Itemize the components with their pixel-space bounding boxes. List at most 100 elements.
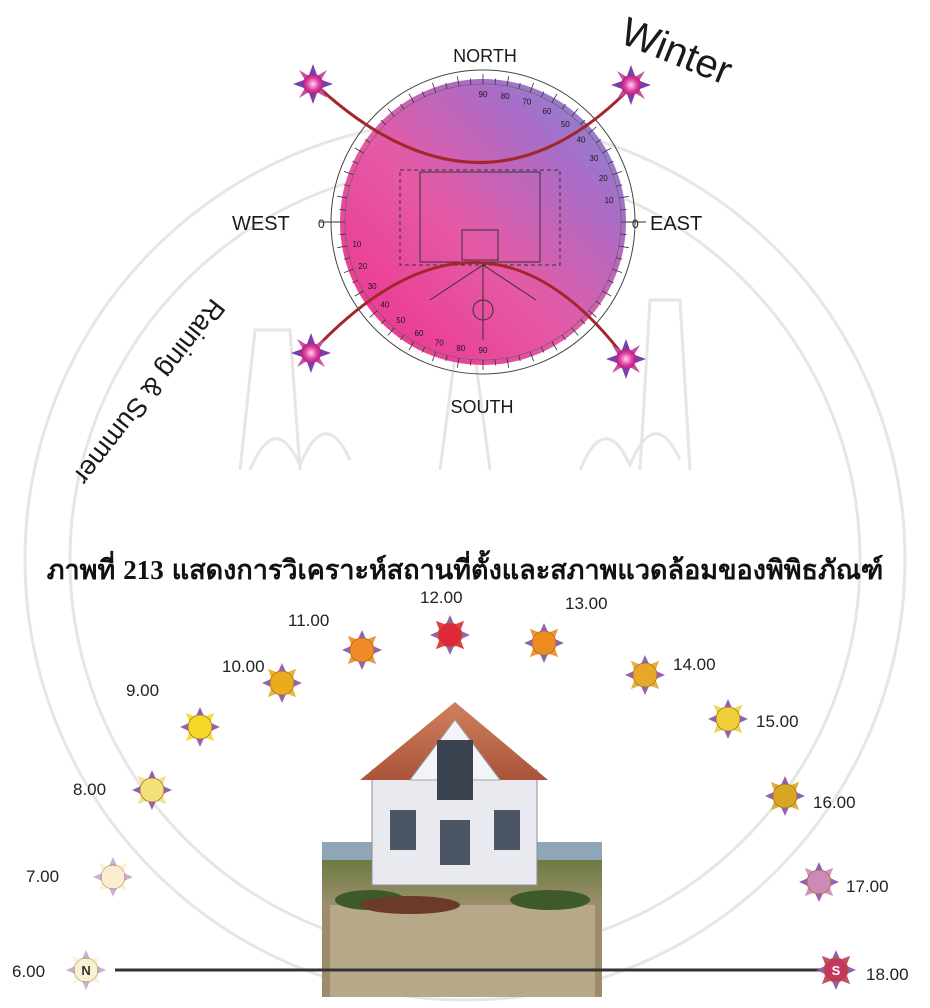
museum-photo [322, 702, 602, 997]
compass-tick [607, 160, 614, 165]
summer-sunrise-icon [291, 333, 331, 373]
sun-10-00-icon [262, 663, 302, 703]
hour-label: 10.00 [222, 657, 265, 676]
compass-tick [540, 91, 545, 98]
compass-tick [343, 257, 350, 260]
compass-tick [551, 93, 558, 103]
compass-tick [456, 357, 460, 368]
compass-tick [571, 108, 579, 117]
winter-sunset-icon [611, 65, 651, 105]
compass-tick [540, 346, 545, 353]
hour-label: 16.00 [813, 793, 856, 812]
sun-11-00-icon [342, 630, 382, 670]
compass-tick [618, 195, 629, 199]
compass-tick [561, 103, 566, 110]
hour-label: 12.00 [420, 588, 463, 607]
compass-tick [343, 171, 354, 176]
compass-tick [571, 327, 579, 336]
sun-15-00-icon [708, 699, 748, 739]
compass-tick [408, 93, 415, 103]
compass-tick-label: 30 [368, 282, 377, 291]
compass-tick [518, 355, 521, 362]
compass-tick [620, 233, 627, 235]
compass-tick [588, 126, 597, 134]
sun-16-00-icon [765, 776, 805, 816]
compass-tick [432, 351, 437, 362]
compass-tick [602, 147, 612, 154]
hour-label: 15.00 [756, 712, 799, 731]
compass-tick [354, 290, 364, 297]
compass-tick [387, 327, 395, 336]
compass-tick [380, 319, 386, 325]
south-label: SOUTH [451, 397, 514, 417]
caption-number: 213 [123, 555, 164, 585]
compass-tick-label: 80 [456, 344, 465, 353]
hour-label: 14.00 [673, 655, 716, 674]
compass-tick-label: 70 [435, 338, 444, 347]
east-label: EAST [650, 213, 702, 235]
compass-tick-label: 90 [479, 346, 488, 355]
sun-9-00-icon [180, 707, 220, 747]
compass-tick [580, 319, 586, 325]
compass-tick [421, 91, 426, 98]
compass-tick-label: 60 [415, 329, 424, 338]
compass-tick [612, 171, 623, 176]
sun-13-00-icon [524, 623, 564, 663]
compass-tick [588, 310, 597, 318]
compass-tick [408, 341, 415, 351]
hour-label: 8.00 [73, 780, 106, 799]
sun-17-00-icon [799, 862, 839, 902]
compass-tick [612, 268, 623, 273]
compass-tick [470, 359, 472, 366]
caption-prefix: ภาพที่ [46, 555, 116, 585]
compass-tick [607, 279, 614, 284]
compass-tick-label: 50 [561, 120, 570, 129]
compass-tick [506, 76, 510, 87]
hour-label: 11.00 [288, 611, 329, 630]
compass-tick [352, 279, 359, 284]
compass-tick-label: 80 [501, 92, 510, 101]
compass-tick [343, 268, 354, 273]
compass-tick [602, 290, 612, 297]
compass-tick-label: 20 [358, 262, 367, 271]
sun-18-00-icon: S [816, 950, 856, 990]
compass-tick-label: 40 [577, 136, 586, 145]
compass-tick [494, 359, 496, 366]
sun-14-00-icon [625, 655, 665, 695]
sun-7-00-icon [93, 857, 133, 897]
compass-tick [551, 341, 558, 351]
compass-tick [352, 160, 359, 165]
compass-tick [445, 355, 448, 362]
compass-tick [456, 76, 460, 87]
west-zero-label: 0 [318, 217, 325, 231]
compass-tick [616, 257, 623, 260]
compass-tick [561, 334, 566, 341]
summer-sun-arc [310, 261, 627, 359]
compass-tick [529, 351, 534, 362]
sun-12-00-icon [430, 615, 470, 655]
north-label: NORTH [453, 46, 517, 66]
summer-sunset-icon [606, 339, 646, 379]
caption-text: แสดงการวิเคราะห์สถานที่ตั้งและสภาพแวดล้อ… [171, 555, 884, 585]
compass-tick [369, 310, 378, 318]
compass-tick-label: 40 [380, 300, 389, 309]
compass-tick [518, 82, 521, 89]
compass-tick [470, 78, 472, 85]
east-zero-label: 0 [632, 217, 639, 231]
compass-tick [595, 300, 602, 305]
compass-tick [354, 147, 364, 154]
hour-label: 18.00 [866, 965, 909, 984]
hour-label: 17.00 [846, 877, 889, 896]
compass-tick [380, 119, 386, 125]
sun-direction-letter: N [81, 963, 90, 978]
hour-label: 13.00 [565, 594, 608, 613]
hour-label: 9.00 [126, 681, 159, 700]
compass-tick [432, 82, 437, 93]
west-label: WEST [232, 213, 290, 235]
sun-direction-letter: S [832, 963, 841, 978]
winter-sunrise-icon [293, 64, 333, 104]
